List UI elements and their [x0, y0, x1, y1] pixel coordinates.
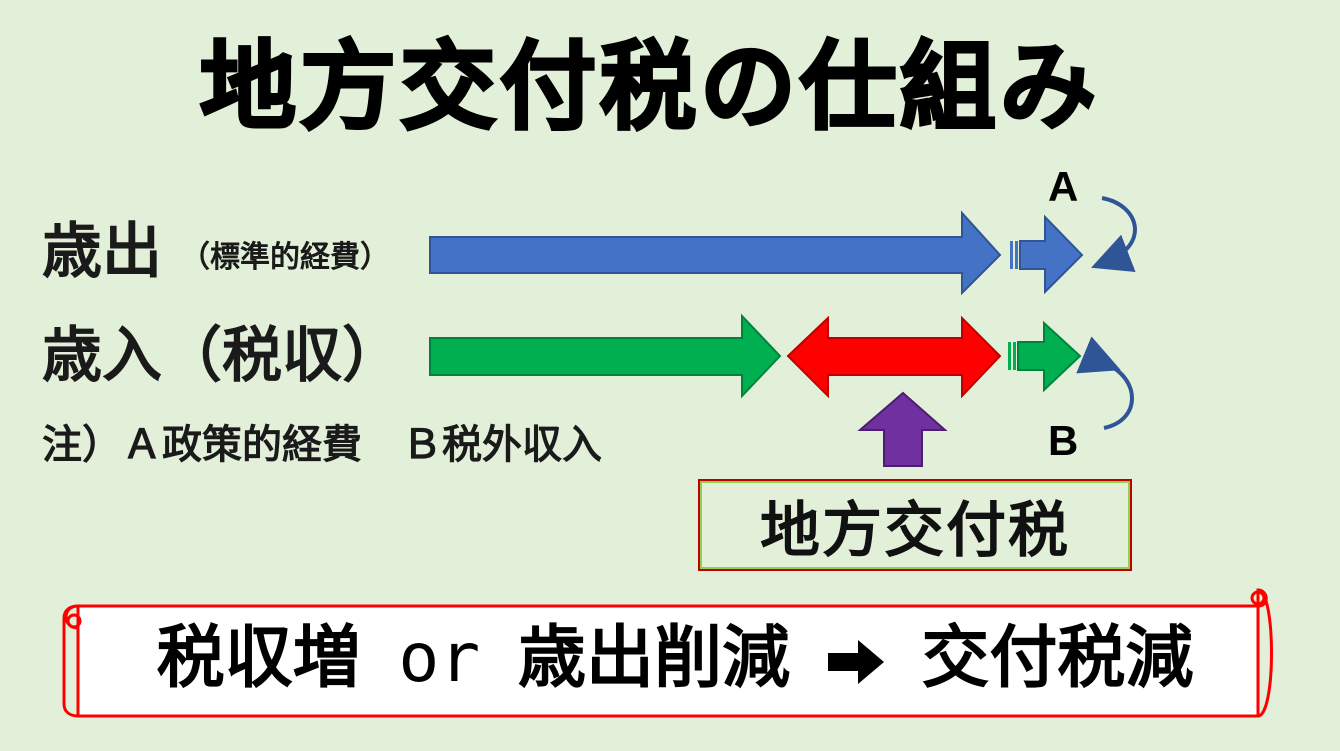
summary-text: 税収増 or 歳出削減 交付税減 — [110, 625, 1240, 696]
summary-connector: or — [398, 619, 481, 698]
grant-box: 地方交付税 — [698, 479, 1132, 571]
summary-right: 交付税減 — [921, 619, 1194, 698]
page-title: 地方交付税の仕組み — [199, 29, 1100, 144]
revenue-arrow — [429, 313, 782, 399]
summary-middle: 歳出削減 — [517, 619, 790, 698]
curved-arrow-a — [1091, 196, 1137, 272]
grant-up-arrow — [857, 391, 948, 467]
grant-box-label: 地方交付税 — [760, 495, 1070, 566]
expenditure-sublabel: （標準的経費） — [180, 240, 390, 275]
expenditure-extension-arrow — [1010, 214, 1084, 295]
revenue-label: 歳入（税収） — [42, 321, 402, 391]
expenditure-label: 歳出 — [42, 217, 162, 287]
grant-gap-arrow — [786, 315, 1002, 399]
marker-a: A — [1048, 163, 1079, 210]
marker-b: B — [1048, 417, 1079, 464]
legend-note: 注）Ａ政策的経費 Ｂ税外収入 — [42, 422, 602, 468]
curved-arrow-b — [1076, 336, 1134, 430]
summary-scroll — [62, 588, 1273, 718]
right-arrow-icon — [827, 628, 884, 696]
summary-left: 税収増 — [156, 619, 361, 698]
expenditure-arrow — [429, 210, 1002, 296]
revenue-extension-arrow — [1008, 320, 1082, 393]
